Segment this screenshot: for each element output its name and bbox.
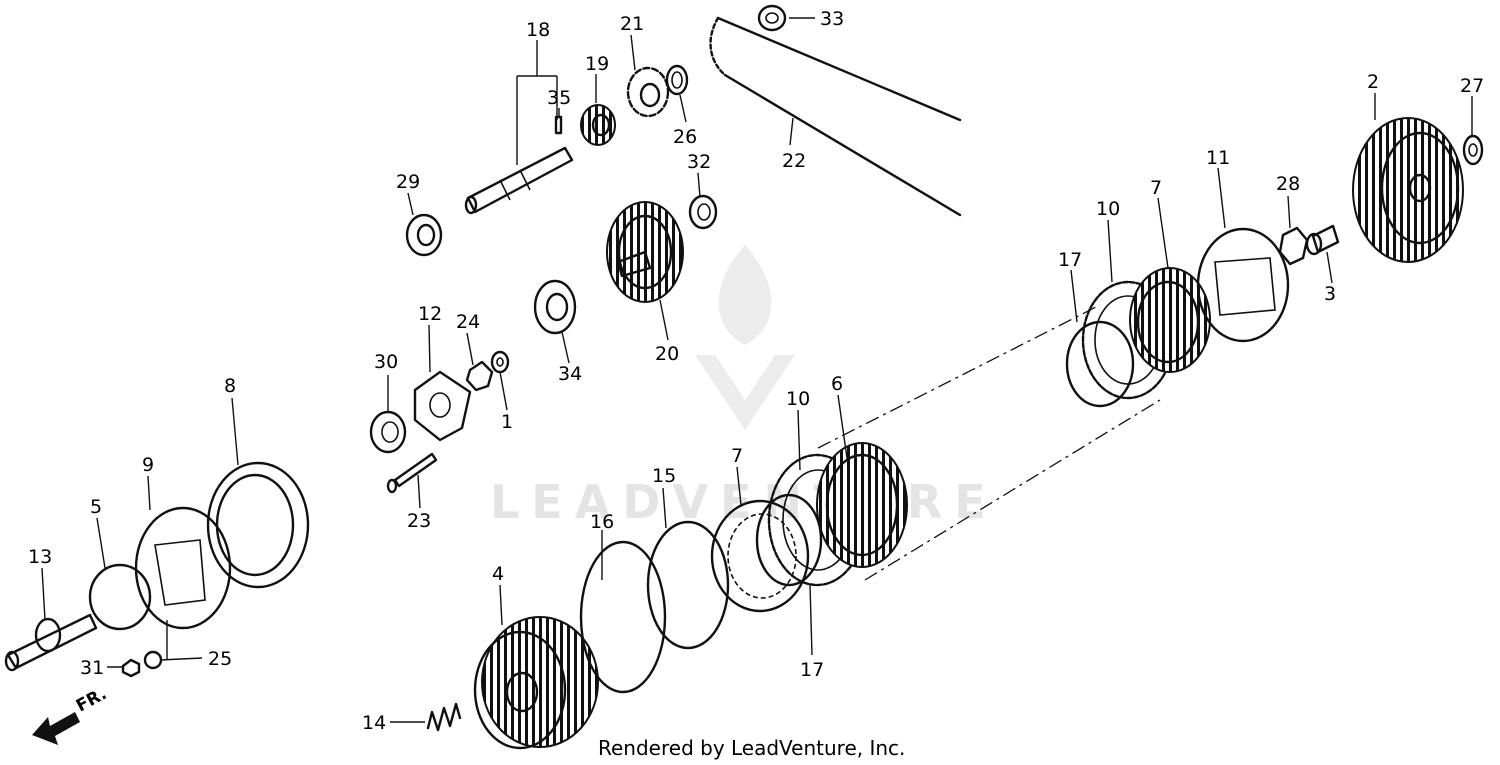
callout-35: 35 [547, 87, 571, 109]
part-9-cam-plate [134, 506, 232, 630]
callout-20: 20 [655, 343, 679, 365]
part-6-disc [816, 442, 908, 568]
part-31-nut [121, 658, 141, 678]
part-11-plate [1196, 227, 1290, 343]
part-17-spring-lower [755, 493, 823, 587]
part-1-washer [490, 350, 510, 374]
watermark: LEADVENTURE [490, 245, 998, 529]
part-34-bearing [533, 279, 577, 335]
part-21-sprocket [626, 66, 670, 118]
callout-21: 21 [620, 13, 644, 35]
callout-17-upper: 17 [1058, 249, 1082, 271]
callout-12: 12 [418, 303, 442, 325]
part-29-bearing [405, 213, 443, 257]
direction-label: FR. [73, 684, 110, 716]
callouts: 18 35 19 21 26 33 22 29 32 20 34 12 24 1… [28, 8, 1484, 734]
callout-28: 28 [1276, 173, 1300, 195]
callout-24: 24 [456, 311, 480, 333]
part-17-spring-upper [1065, 320, 1135, 408]
part-20-gear [606, 201, 684, 303]
part-27-washer [1462, 134, 1484, 166]
part-13-lifter-rod [4, 613, 98, 672]
part-16-ring [579, 540, 667, 694]
part-14-spring [426, 702, 462, 732]
callout-26: 26 [673, 126, 697, 148]
callout-16: 16 [590, 511, 614, 533]
callout-9: 9 [142, 454, 154, 476]
callout-6: 6 [831, 373, 843, 395]
callout-27: 27 [1460, 75, 1484, 97]
callout-18: 18 [526, 19, 550, 41]
part-22-chain [709, 16, 962, 217]
part-3-collar [1305, 224, 1340, 256]
part-12-lifter [413, 370, 472, 442]
callout-8: 8 [224, 375, 236, 397]
callout-30: 30 [374, 351, 398, 373]
callout-1: 1 [501, 411, 513, 433]
callout-10-lower: 10 [786, 388, 810, 410]
callout-2: 2 [1367, 71, 1379, 93]
callout-10-upper: 10 [1096, 198, 1120, 220]
callout-25: 25 [208, 648, 232, 670]
part-5-snap-ring [88, 563, 152, 631]
part-2-clutch-outer [1352, 117, 1464, 263]
part-23-bolt [386, 452, 438, 494]
part-15-ring [646, 520, 730, 650]
part-18-shaft [464, 146, 574, 215]
callout-13: 13 [28, 546, 52, 568]
callout-11: 11 [1206, 147, 1230, 169]
callout-7-lower: 7 [731, 445, 743, 467]
part-26-washer [665, 64, 689, 96]
part-19-gear [580, 104, 616, 146]
callout-7-upper: 7 [1150, 177, 1162, 199]
callout-22: 22 [782, 150, 806, 172]
callout-4: 4 [492, 563, 504, 585]
part-24-nut [465, 360, 494, 392]
part-4-clutch-center [473, 616, 599, 750]
callout-19: 19 [585, 53, 609, 75]
callout-31: 31 [80, 657, 104, 679]
callout-29: 29 [396, 171, 420, 193]
leader-lines [41, 17, 1473, 723]
part-33-bearing [757, 4, 787, 32]
alignment-lines [817, 304, 1161, 581]
part-7-plate-upper [1129, 267, 1211, 373]
part-32-bearing [688, 194, 718, 230]
callout-14: 14 [362, 712, 386, 734]
callout-33: 33 [820, 8, 844, 30]
callout-17-lower: 17 [800, 659, 824, 681]
callout-5: 5 [90, 496, 102, 518]
part-25-washer [143, 650, 163, 670]
part-30-bearing [369, 410, 407, 454]
render-credit: Rendered by LeadVenture, Inc. [598, 736, 905, 760]
callout-34: 34 [558, 363, 582, 385]
callout-23: 23 [407, 510, 431, 532]
callout-15: 15 [652, 465, 676, 487]
callout-32: 32 [687, 151, 711, 173]
part-8-pressure-plate [206, 461, 310, 589]
callout-3: 3 [1324, 283, 1336, 305]
front-direction-arrow: FR. [32, 684, 110, 745]
part-28-washer [1278, 226, 1309, 266]
watermark-text: LEADVENTURE [490, 475, 998, 529]
